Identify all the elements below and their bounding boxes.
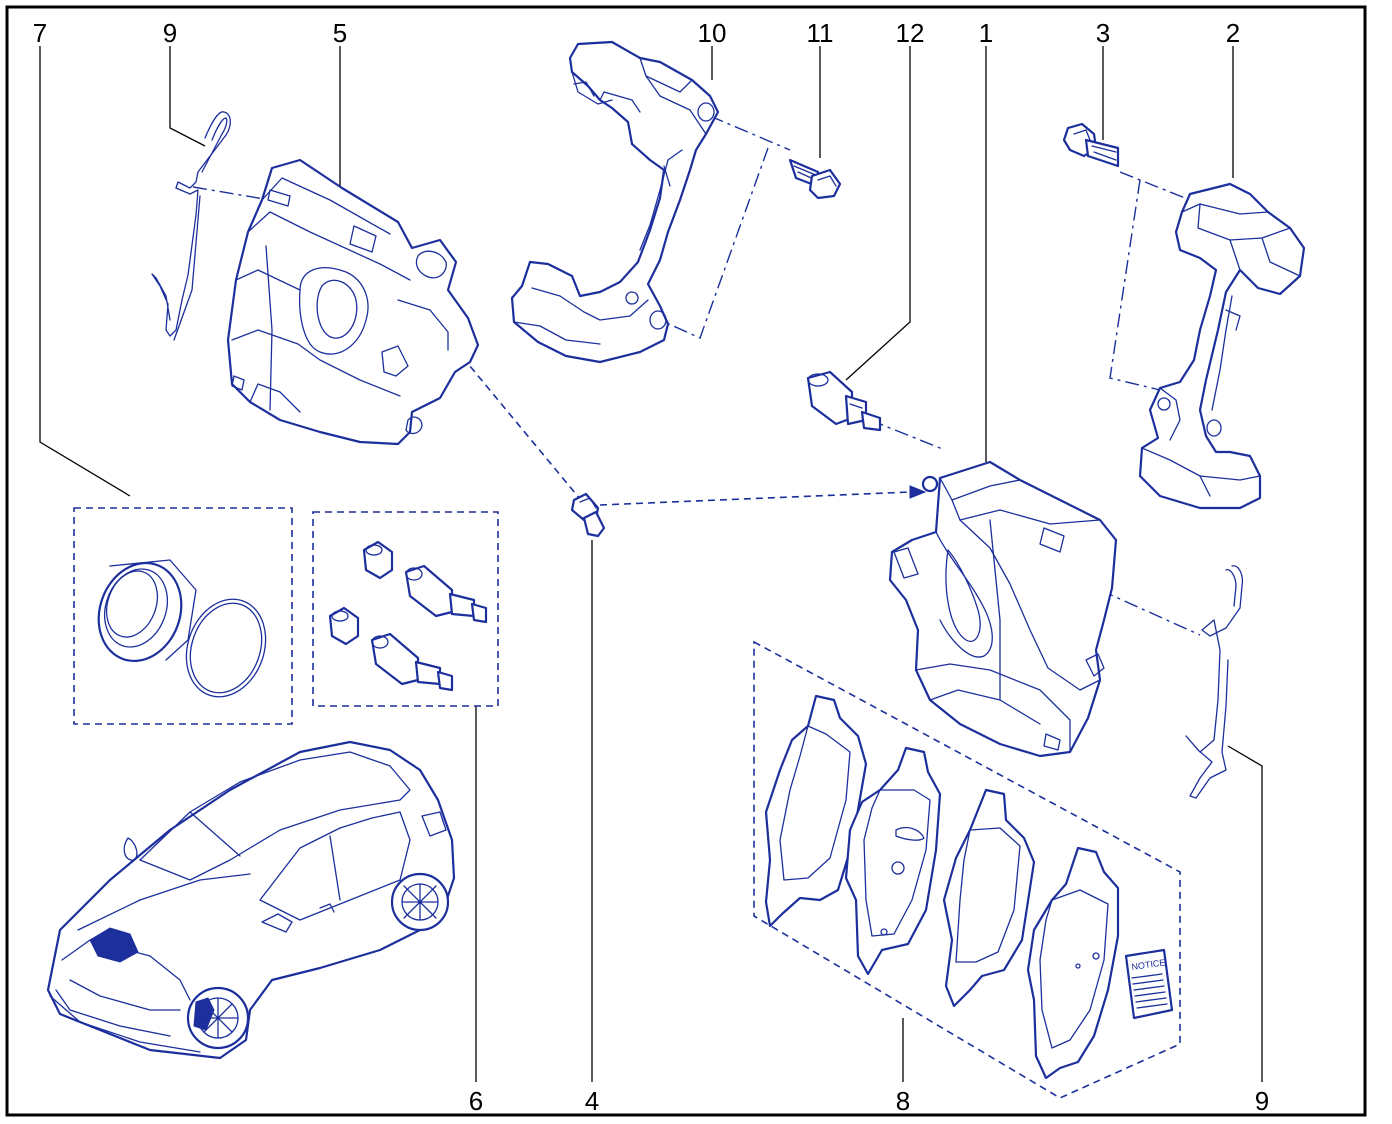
callout-labels: 7 9 5 10 11 12 1 3 2 6 4 8 9 <box>33 18 1269 1116</box>
brake-caliper-right <box>888 460 1118 758</box>
notice-label: NOTICE <box>1131 957 1166 972</box>
brake-pad-set: NOTICE <box>753 640 1181 1099</box>
callout-9-bottom: 9 <box>1255 1086 1269 1116</box>
anti-rattle-spring-bottom <box>1185 565 1244 799</box>
notice-leaflet: NOTICE <box>1124 948 1174 1020</box>
guide-pin-kit-box <box>312 511 499 707</box>
leader-9-bottom <box>1227 745 1263 1082</box>
callout-leaders <box>39 46 1263 1082</box>
leader-12 <box>845 46 911 381</box>
seal-kit <box>73 507 293 725</box>
leader-7 <box>39 46 131 497</box>
leader-9-top <box>169 46 206 147</box>
callout-3: 3 <box>1096 18 1110 48</box>
anti-rattle-spring-top <box>151 111 231 341</box>
seal-kit-box <box>73 507 293 725</box>
callout-1: 1 <box>979 18 993 48</box>
callout-10: 10 <box>698 18 727 48</box>
callout-8: 8 <box>896 1086 910 1116</box>
callout-5: 5 <box>333 18 347 48</box>
guide-pin-kit <box>312 511 499 707</box>
guide-pin <box>806 370 882 432</box>
callout-4: 4 <box>585 1086 599 1116</box>
callout-12: 12 <box>896 18 925 48</box>
caliper-bracket-lower <box>1138 182 1306 510</box>
callout-2: 2 <box>1226 18 1240 48</box>
diagram-border <box>5 5 1367 1117</box>
callout-7: 7 <box>33 18 47 48</box>
bleed-screw <box>570 492 606 538</box>
caliper-bracket-upper <box>510 40 720 364</box>
callout-6: 6 <box>469 1086 483 1116</box>
vehicle-illustration <box>46 740 456 1060</box>
bolt-upper <box>788 158 842 200</box>
callout-9-top: 9 <box>163 18 177 48</box>
callout-11: 11 <box>807 18 834 48</box>
brake-caliper-left <box>226 158 480 446</box>
bolt-lower <box>1062 122 1120 168</box>
brake-pad-box <box>753 640 1181 1099</box>
assembly-lines <box>192 115 1201 636</box>
